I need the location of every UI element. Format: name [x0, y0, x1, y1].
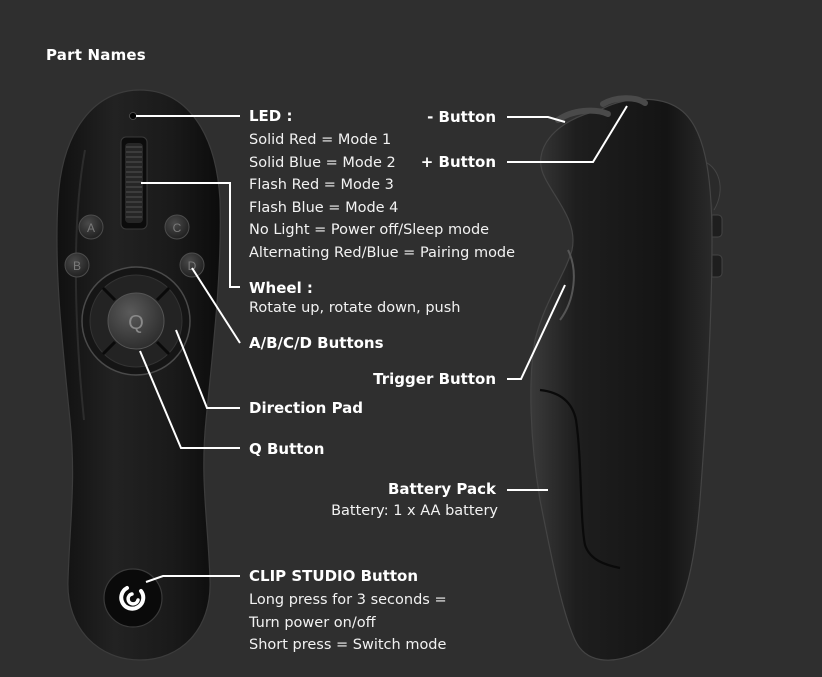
led-line: No Light = Power off/Sleep mode	[249, 222, 490, 238]
led-line: Flash Red = Mode 3	[249, 177, 394, 193]
leader-minus	[507, 116, 566, 123]
led-line: Flash Blue = Mode 4	[249, 199, 399, 216]
side-side-button-1[interactable]	[711, 214, 723, 238]
plus-button[interactable]	[600, 95, 648, 107]
button-a-letter: A	[87, 221, 95, 235]
front-view-remote: A B C D	[56, 89, 221, 661]
side-side-button-2[interactable]	[711, 254, 723, 278]
battery-pack-label: Battery Pack	[387, 480, 496, 498]
minus-button[interactable]	[555, 107, 611, 123]
leader-trigger	[507, 284, 566, 380]
q-button[interactable]: Q	[107, 292, 165, 350]
minus-button-label: - Button	[427, 108, 496, 126]
leader-dpad	[175, 329, 240, 409]
led-line: Solid Red = Mode 1	[249, 132, 392, 148]
led-line: Alternating Red/Blue = Pairing mode	[249, 244, 516, 261]
leader-clip	[145, 575, 240, 583]
leader-lines	[136, 105, 628, 583]
abcd-buttons-label: A/B/C/D Buttons	[249, 334, 384, 352]
page-title: Part Names	[46, 46, 146, 64]
clip-studio-button-label: CLIP STUDIO Button	[249, 567, 419, 585]
leader-q	[139, 350, 240, 449]
battery-description: Battery: 1 x AA battery	[331, 503, 498, 519]
plus-button-label: + Button	[420, 153, 496, 171]
button-c[interactable]: C	[164, 214, 190, 240]
battery-pack-cover	[539, 388, 621, 570]
clip-studio-description: Long press for 3 seconds = Turn power on…	[249, 589, 447, 657]
clip-line: Short press = Switch mode	[249, 637, 447, 653]
clip-studio-button[interactable]	[103, 568, 163, 628]
led-line: Solid Blue = Mode 2	[249, 154, 396, 171]
trigger-button-label: Trigger Button	[373, 370, 496, 388]
button-b-letter: B	[73, 259, 81, 273]
button-d-letter: D	[188, 259, 197, 273]
button-a[interactable]: A	[78, 214, 104, 240]
wheel-label: Wheel :	[249, 279, 313, 297]
led-description: Solid Red = Mode 1 Solid Blue = Mode 2 F…	[249, 129, 515, 264]
q-button-letter: Q	[128, 312, 144, 334]
clip-studio-logo-icon	[119, 586, 146, 611]
scroll-wheel-icon[interactable]	[120, 136, 148, 230]
side-body	[530, 98, 713, 661]
led-indicator-icon	[129, 112, 137, 120]
direction-pad-label: Direction Pad	[249, 399, 364, 417]
q-button-label: Q Button	[249, 440, 325, 458]
button-d[interactable]: D	[179, 252, 205, 278]
wheel-description: Rotate up, rotate down, push	[249, 297, 460, 320]
leader-abcd	[191, 267, 241, 344]
side-trigger-edge	[559, 249, 575, 321]
leader-plus	[507, 105, 628, 163]
button-b[interactable]: B	[64, 252, 90, 278]
leader-wheel	[141, 182, 240, 288]
side-view-remote	[530, 95, 723, 661]
led-label: LED :	[249, 107, 293, 125]
button-c-letter: C	[173, 221, 182, 235]
wheel-line: Rotate up, rotate down, push	[249, 300, 461, 316]
clip-line: Long press for 3 seconds =	[249, 592, 447, 608]
clip-line: Turn power on/off	[249, 614, 376, 631]
